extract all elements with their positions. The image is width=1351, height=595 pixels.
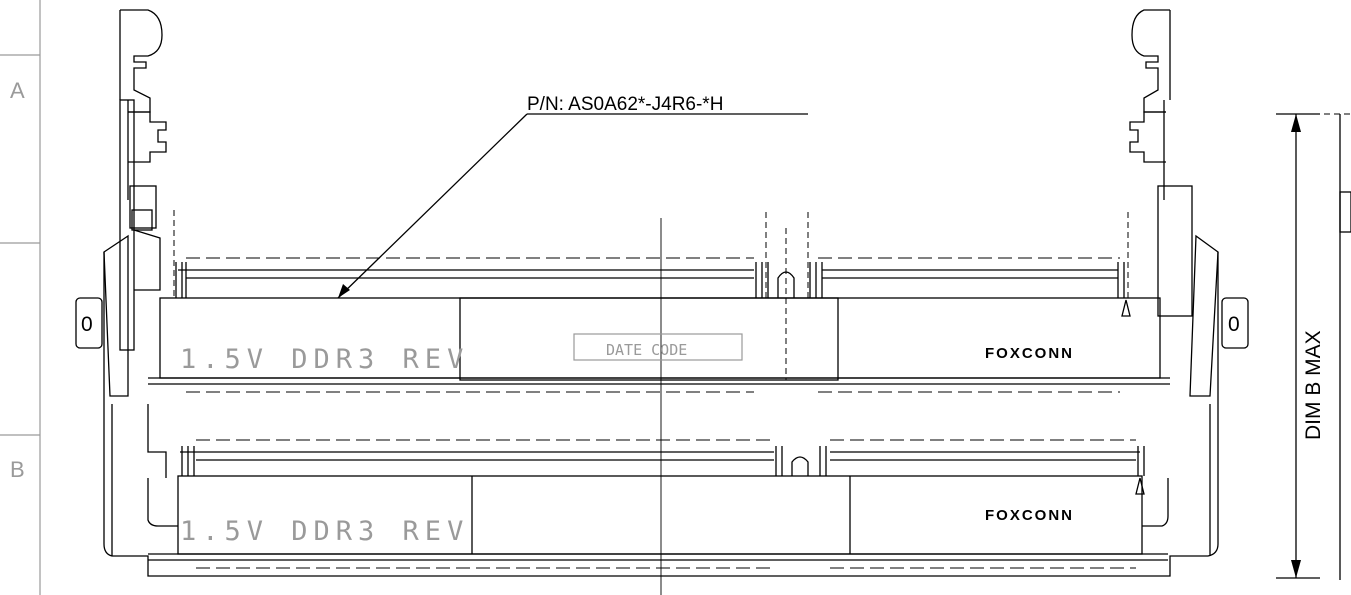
upper-connector: DATE CODE 1.5V DDR3 REV FOXCONN [148, 212, 1170, 393]
housing-outline [103, 252, 1219, 577]
lower-voltage-label: 1.5V DDR3 REV [180, 516, 469, 547]
zone-label-b: B [10, 457, 25, 482]
side-view: DIM B MAX [1276, 113, 1351, 580]
right-latch-mark: 0 [1228, 313, 1240, 336]
part-number-text: P/N: AS0A62*-J4R6-*H [527, 94, 723, 115]
upper-voltage-label: 1.5V DDR3 REV [180, 344, 469, 375]
dimension-label: DIM B MAX [1302, 330, 1325, 440]
date-code-box [573, 333, 743, 361]
left-latch-mark: 0 [81, 313, 93, 336]
part-number-callout: P/N: AS0A62*-J4R6-*H [337, 94, 808, 299]
left-latch: 0 [75, 9, 175, 397]
zone-label-a: A [10, 78, 25, 103]
drawing-border: A B [0, 0, 41, 595]
lower-connector: 1.5V DDR3 REV FOXCONN [147, 404, 1169, 569]
lower-brand-logo: FOXCONN [985, 507, 1074, 524]
right-latch: 0 [1121, 9, 1249, 495]
upper-brand-logo: FOXCONN [985, 345, 1074, 362]
date-code-text: DATE CODE [606, 341, 687, 359]
